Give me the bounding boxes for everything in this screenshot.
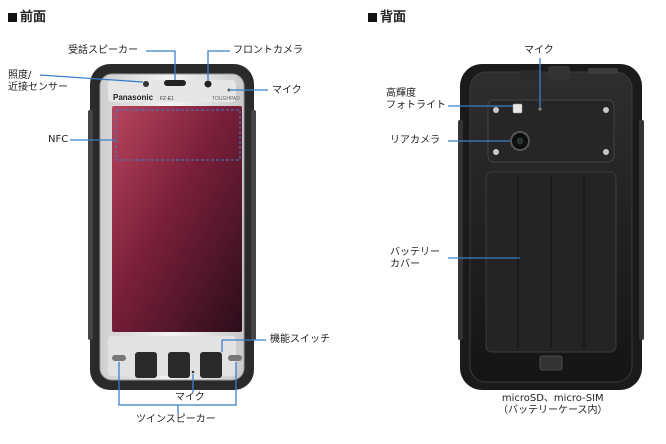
label-nfc: NFC [48, 134, 69, 145]
battery-cover-ribs [517, 176, 585, 348]
function-button-right [200, 352, 222, 378]
front-screen [112, 106, 242, 332]
front-top-bezel [108, 80, 236, 102]
label-card-slot: microSD、micro-SIM （バッテリーケース内） [498, 393, 608, 416]
label-rear-camera: リアカメラ [390, 135, 440, 146]
function-button-left [135, 352, 157, 378]
front-grip-ridges [88, 110, 256, 340]
label-front-camera: フロントカメラ [233, 45, 303, 56]
front-device [88, 64, 256, 390]
function-button-center [168, 352, 190, 378]
back-heading-text: 背面 [380, 10, 407, 25]
heading-bullet-icon [8, 13, 17, 22]
camera-plate [487, 99, 615, 163]
label-back-mic: マイク [524, 45, 554, 56]
back-callouts [448, 58, 541, 259]
label-twin-speaker: ツインスピーカー [136, 414, 216, 425]
nfc-area [115, 109, 241, 161]
label-light-sensor: 照度/ 近接センサー [8, 70, 68, 93]
front-heading-text: 前面 [20, 10, 47, 25]
light-sensor-dot [143, 81, 149, 87]
front-callouts [39, 50, 268, 414]
photo-light [512, 103, 523, 114]
battery-latch [539, 355, 563, 371]
front-brand-text: Panasonic [113, 93, 154, 102]
heading-bullet-icon [368, 13, 377, 22]
camera-plate-screws [493, 107, 609, 155]
front-badge-text: TOUGHPAD [212, 96, 240, 102]
receiver-speaker-grille [164, 80, 186, 86]
label-photo-light: 高輝度 フォトライト [386, 88, 446, 111]
twin-speaker-grilles [112, 355, 242, 361]
back-heading: 背面 [368, 10, 406, 26]
front-camera-lens [204, 80, 212, 88]
front-heading: 前面 [8, 10, 46, 26]
label-function-switch: 機能スイッチ [270, 334, 330, 345]
label-receiver-speaker: 受話スピーカー [68, 45, 138, 56]
back-device [458, 64, 644, 390]
label-mic-top: マイク [272, 85, 302, 96]
label-mic-bottom: マイク [175, 392, 205, 403]
label-battery-cover: バッテリー カバー [390, 247, 440, 270]
front-model-text: FZ-E1 [160, 96, 174, 102]
